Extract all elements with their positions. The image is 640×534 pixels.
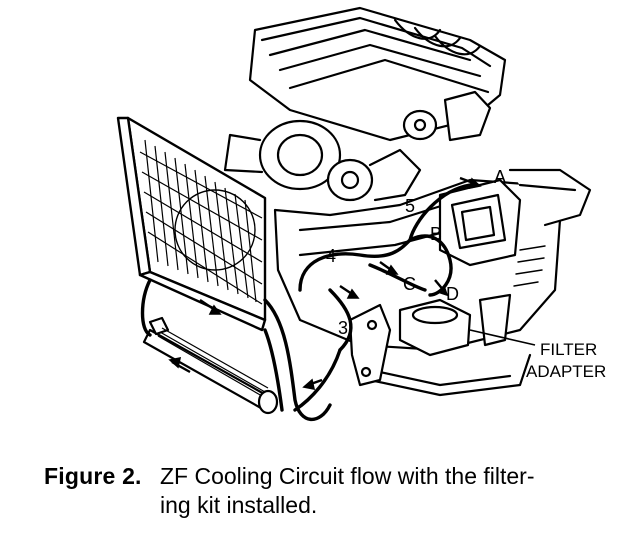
callout-3: 3 [338,318,348,338]
callout-c: C [403,274,416,294]
oil-cooler-illustration [142,316,279,415]
cooling-hoses [140,183,472,422]
callout-4: 4 [326,246,336,266]
filter-adapter-leader [469,329,536,346]
filter-adapter-label-line1: FILTER [540,340,597,359]
callout-d: D [446,284,459,304]
callout-5: 5 [405,196,415,216]
cooling-circuit-diagram: A B C D 3 4 5 FILTER ADAPTER [116,6,606,422]
callout-b: B [430,224,442,244]
callout-a: A [494,167,506,187]
caption-line-1: ZF Cooling Circuit flow with the filter- [160,463,535,489]
caption-text: ZF Cooling Circuit flow with the filter-… [160,462,630,520]
flow-arrows [168,176,482,391]
filter-adapter-label: FILTER ADAPTER [526,340,606,381]
filter-adapter-label-line2: ADAPTER [526,362,606,381]
radiator-illustration [116,116,267,332]
figure-number: Figure 2. [44,463,142,489]
caption-line-2: ing kit installed. [160,492,318,518]
callout-labels: A B C D 3 4 5 [326,167,506,338]
